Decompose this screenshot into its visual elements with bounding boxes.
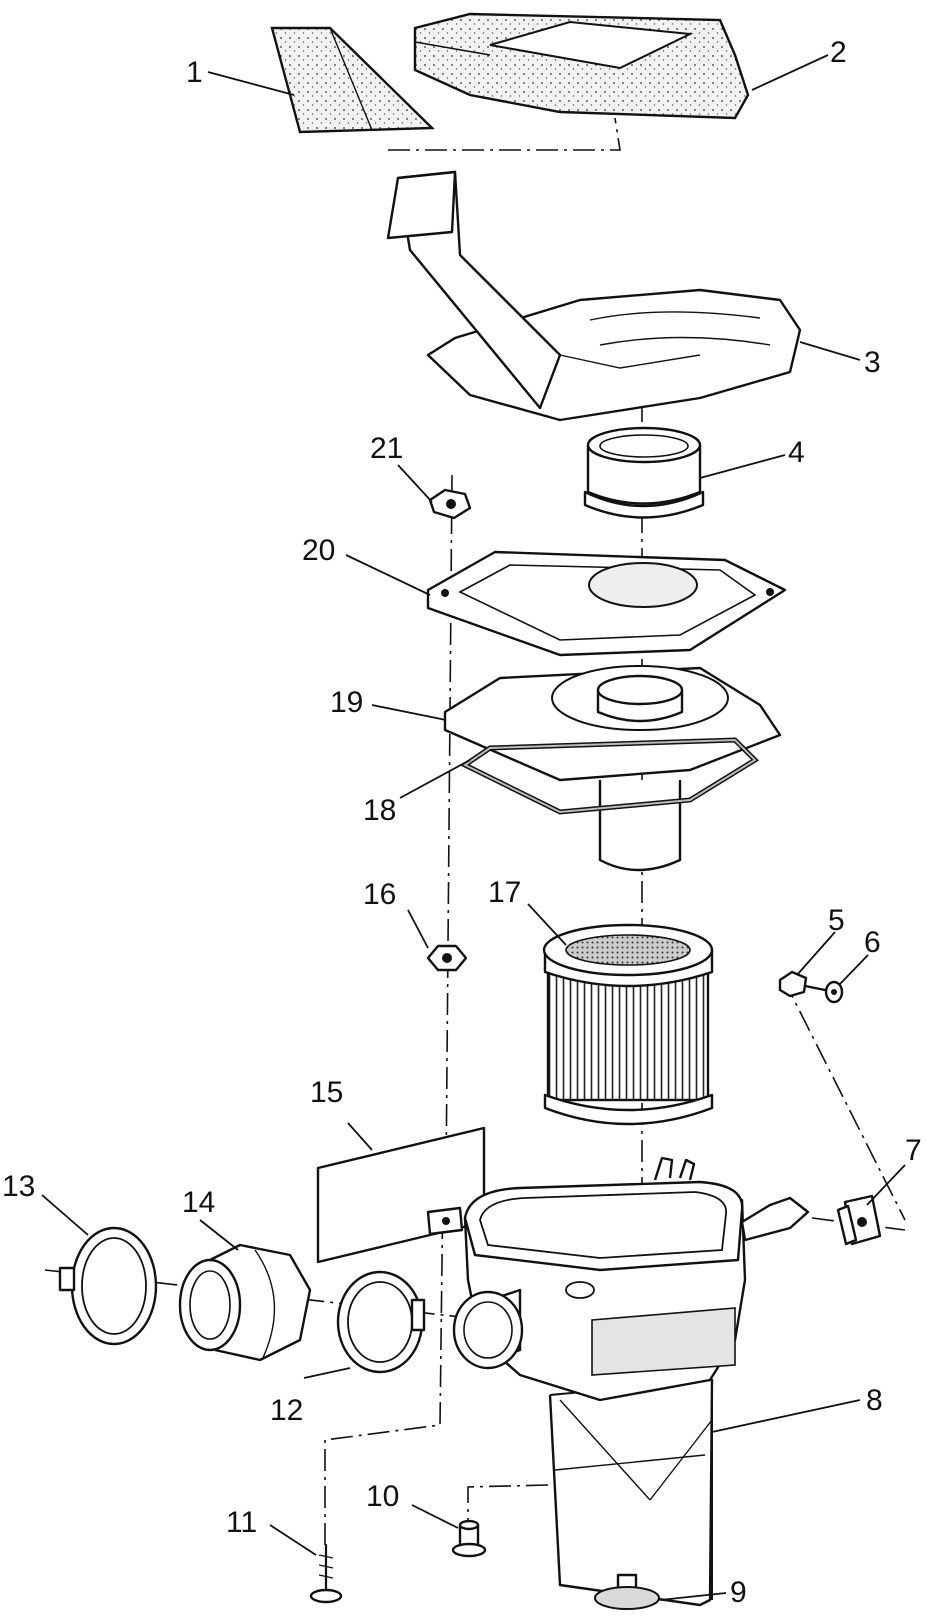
callout-13: 13	[2, 1170, 35, 1203]
part-5-bolt	[778, 970, 827, 998]
callout-8: 8	[866, 1384, 883, 1417]
callout-1: 1	[186, 56, 203, 89]
part-4-coupler	[583, 426, 705, 519]
part-21-nut	[428, 488, 472, 520]
part-15-decal	[316, 1126, 486, 1264]
part-20-cover-plate	[426, 550, 787, 657]
callout-21: 21	[370, 432, 403, 465]
callout-3: 3	[864, 346, 881, 379]
callout-9: 9	[730, 1576, 747, 1609]
part-6-washer	[824, 980, 844, 1004]
callout-11: 11	[226, 1506, 257, 1539]
part-14-intake-boot	[178, 1243, 312, 1362]
part-10-grommet	[451, 1519, 487, 1558]
callout-20: 20	[302, 534, 335, 567]
callout-6: 6	[864, 926, 881, 959]
callout-18: 18	[363, 794, 396, 827]
part-13-clamp	[58, 1226, 158, 1346]
part-19-housing-lid	[443, 665, 782, 872]
callout-4: 4	[788, 436, 805, 469]
part-16-hex-nut	[426, 944, 468, 972]
callout-10: 10	[366, 1480, 399, 1513]
part-8-airbox	[426, 1156, 810, 1607]
callout-17: 17	[488, 876, 521, 909]
callout-19: 19	[330, 686, 363, 719]
callout-12: 12	[270, 1394, 303, 1427]
callout-labels: 1 2 3 4 21 20 19 18 16 17 5 6 7 15 13 14…	[2, 36, 922, 1609]
callout-16: 16	[363, 878, 396, 911]
leader-lines	[41, 54, 906, 1601]
part-9-drain-cap	[594, 1573, 660, 1610]
part-2-foam-pad	[413, 12, 750, 120]
part-1-foam-wedge	[270, 26, 435, 134]
part-3-intake-cover	[386, 170, 802, 422]
callout-15: 15	[310, 1076, 343, 1109]
part-12-clamp	[336, 1270, 426, 1374]
callout-7: 7	[905, 1134, 922, 1167]
callout-14: 14	[182, 1186, 215, 1219]
part-17-filter-element	[542, 923, 714, 1126]
part-18-gasket	[460, 737, 760, 815]
callout-5: 5	[828, 904, 845, 937]
part-11-bolt	[309, 1543, 343, 1604]
callout-2: 2	[830, 36, 847, 69]
part-7-clip-nut	[836, 1194, 882, 1246]
